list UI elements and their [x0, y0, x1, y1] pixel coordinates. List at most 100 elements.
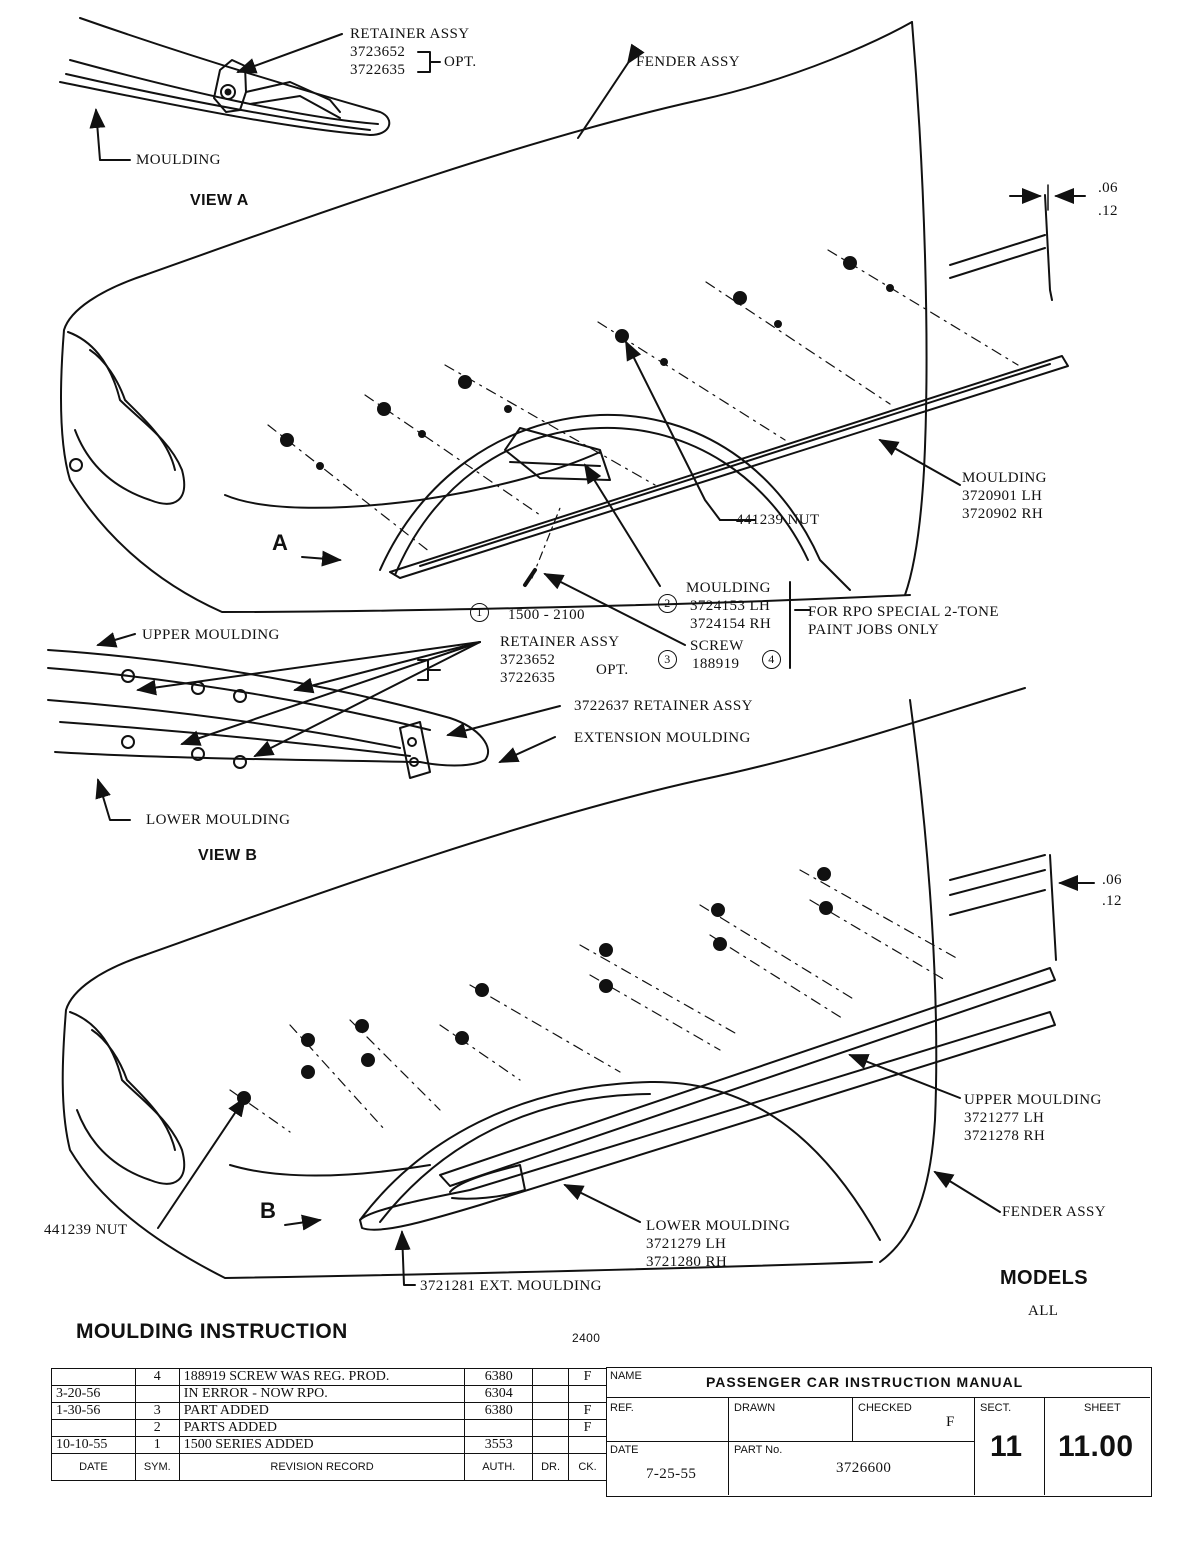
- models-value: ALL: [1028, 1303, 1059, 1319]
- fastener-lines-2: [229, 869, 961, 1133]
- fig2-dim-bottom: .12: [1102, 893, 1122, 909]
- rev-auth: 6380: [464, 1402, 534, 1420]
- rev-auth: [464, 1419, 534, 1437]
- page-title: MOULDING INSTRUCTION: [76, 1320, 348, 1343]
- fig2-lower-moulding: LOWER MOULDING: [646, 1218, 791, 1234]
- fig2-fender-assy: FENDER ASSY: [1002, 1204, 1107, 1220]
- revision-marker-4: 4: [762, 650, 781, 669]
- revision-table: 4 188919 SCREW WAS REG. PROD. 6380 F 3-2…: [51, 1368, 607, 1481]
- fig1-rpo-note-2: PAINT JOBS ONLY: [808, 622, 940, 638]
- tb-checked-label: CHECKED: [858, 1402, 912, 1414]
- rev-auth: 3553: [464, 1436, 534, 1454]
- view-b-extension-moulding: EXTENSION MOULDING: [574, 730, 751, 746]
- view-b-retainer-part-2: 3722635: [500, 670, 556, 686]
- fig1-series-range: 1500 - 2100: [508, 607, 585, 623]
- fig2-dim-top: .06: [1102, 872, 1122, 888]
- view-a-retainer-part-1: 3723652: [350, 44, 406, 60]
- fig2-lower-lh: 3721279 LH: [646, 1236, 727, 1252]
- revision-header-row: DATE SYM. REVISION RECORD AUTH. DR. CK.: [51, 1453, 607, 1481]
- fig1-arrow-a: A: [272, 530, 289, 555]
- tb-date-value: 7-25-55: [646, 1466, 697, 1482]
- rev-sym: 4: [134, 1368, 180, 1386]
- fender-figure-1: [59, 21, 1086, 669]
- rev-dr: [532, 1385, 570, 1403]
- rev-ck: [568, 1385, 607, 1403]
- view-b-title: VIEW B: [198, 847, 258, 864]
- tb-part-value: 3726600: [836, 1460, 892, 1476]
- fender-figure-2: [61, 687, 1095, 1286]
- title-block-divider: [852, 1397, 853, 1441]
- view-b-retainer-2: 3722637 RETAINER ASSY: [574, 698, 753, 714]
- title-block-divider: [1044, 1397, 1045, 1495]
- rev-date: [51, 1419, 136, 1437]
- fig2-upper-rh: 3721278 RH: [964, 1128, 1046, 1144]
- rev-sym: 1: [134, 1436, 180, 1454]
- fig1-rpo-note-1: FOR RPO SPECIAL 2-TONE: [808, 604, 999, 620]
- rev-dr: [532, 1436, 570, 1454]
- rev-dr: [532, 1419, 570, 1437]
- rev-ck: F: [568, 1368, 607, 1386]
- rev-sym: 2: [134, 1419, 180, 1437]
- rev-sym: 3: [134, 1402, 180, 1420]
- view-a-retainer-part-2: 3722635: [350, 62, 406, 78]
- fig1-moulding2-lh: 3724153 LH: [690, 598, 771, 614]
- view-b-retainers: [121, 669, 247, 769]
- rev-date: 3-20-56: [51, 1385, 136, 1403]
- revision-row: 3-20-56 IN ERROR - NOW RPO. 6304: [51, 1385, 607, 1403]
- revision-marker-1: 1: [470, 603, 489, 622]
- fig2-upper-lh: 3721277 LH: [964, 1110, 1045, 1126]
- title-block: [606, 1367, 1152, 1497]
- rev-dr: [532, 1368, 570, 1386]
- tb-sect-label: SECT.: [980, 1402, 1012, 1414]
- revision-row: 1-30-56 3 PART ADDED 6380 F: [51, 1402, 607, 1420]
- rev-header-dr: DR.: [532, 1453, 570, 1481]
- fig1-fender-assy: FENDER ASSY: [636, 54, 741, 70]
- rev-header-sym: SYM.: [134, 1453, 180, 1481]
- fig2-lower-rh: 3721280 RH: [646, 1254, 728, 1270]
- tb-name-label: NAME: [610, 1370, 642, 1382]
- rev-record: 188919 SCREW WAS REG. PROD.: [178, 1368, 466, 1386]
- fig2-ext-moulding: 3721281 EXT. MOULDING: [420, 1278, 602, 1294]
- view-a-title: VIEW A: [190, 192, 249, 209]
- rev-auth: 6380: [464, 1368, 534, 1386]
- rev-ck: F: [568, 1402, 607, 1420]
- view-b-retainer-label: RETAINER ASSY: [500, 634, 620, 650]
- fig1-moulding-rh: 3720902 RH: [962, 506, 1044, 522]
- fastener-lines: [267, 249, 1019, 553]
- fig2-nut-label: 441239 NUT: [44, 1222, 128, 1238]
- rev-header-record: REVISION RECORD: [178, 1453, 466, 1481]
- title-block-mid-row: [606, 1397, 975, 1442]
- revision-row: 10-10-55 1 1500 SERIES ADDED 3553: [51, 1436, 607, 1454]
- rev-record: PART ADDED: [178, 1402, 466, 1420]
- revision-marker-2: 2: [658, 594, 677, 613]
- revision-row: 4 188919 SCREW WAS REG. PROD. 6380 F: [51, 1368, 607, 1386]
- title-block-divider: [728, 1397, 729, 1495]
- fig1-moulding2-rh: 3724154 RH: [690, 616, 772, 632]
- rev-header-date: DATE: [51, 1453, 136, 1481]
- view-b-upper-moulding: UPPER MOULDING: [142, 627, 280, 643]
- rev-ck: [568, 1436, 607, 1454]
- fig1-moulding-label: MOULDING: [962, 470, 1047, 486]
- revision-row: 2 PARTS ADDED F: [51, 1419, 607, 1437]
- view-b-retainer-opt: OPT.: [596, 662, 629, 678]
- view-b-retainer-part-1: 3723652: [500, 652, 556, 668]
- view-a-retainer-opt: OPT.: [444, 54, 477, 70]
- rev-header-ck: CK.: [568, 1453, 607, 1481]
- rev-record: IN ERROR - NOW RPO.: [178, 1385, 466, 1403]
- fig1-screw-label: SCREW: [690, 638, 744, 654]
- rev-dr: [532, 1402, 570, 1420]
- fig2-upper-moulding: UPPER MOULDING: [964, 1092, 1102, 1108]
- title-block-name-row: [606, 1367, 1150, 1398]
- tb-drawn-label: DRAWN: [734, 1402, 776, 1414]
- tb-sect-value: 11: [990, 1430, 1023, 1463]
- rev-date: 1-30-56: [51, 1402, 136, 1420]
- rev-ck: F: [568, 1419, 607, 1437]
- view-a-detail: [59, 17, 441, 161]
- tb-date-label: DATE: [610, 1444, 639, 1456]
- fig1-dim-top: .06: [1098, 180, 1118, 196]
- rev-sym: [134, 1385, 180, 1403]
- fig1-nut-label: 441239 NUT: [736, 512, 820, 528]
- tb-checked-value: F: [946, 1414, 955, 1430]
